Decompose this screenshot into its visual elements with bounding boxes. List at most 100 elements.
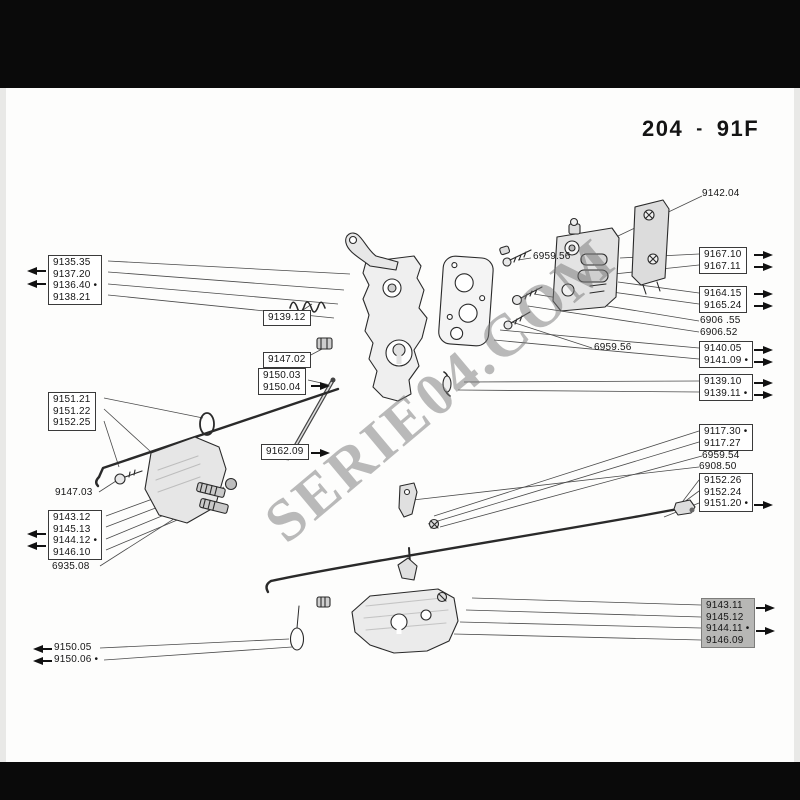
label-9147-02: 9147.02 <box>263 352 311 368</box>
direction-arrow-icon <box>754 301 773 310</box>
part-number: 9139.10 <box>704 376 742 387</box>
part-number: 9143.12 <box>53 512 91 523</box>
grommet-ring <box>289 605 305 651</box>
label-group-left-top: 9135.35 9137.20 9136.40 • 9138.21 <box>48 255 103 305</box>
direction-arrow-icon <box>311 448 330 457</box>
direction-arrow-icon <box>756 626 775 635</box>
control-rod-left <box>95 387 340 488</box>
scan-edge-left <box>0 88 6 762</box>
label-group-9150: 9150.03 9150.04 <box>258 368 306 395</box>
part-number: 9164.15 <box>704 288 742 299</box>
label-6959-56-top: 6959.56 <box>533 251 571 262</box>
label-group-left-lower: 9143.12 9145.13 9144.12 • 9146.10 <box>48 510 103 560</box>
label-group-9152: 9152.26 9152.24 9151.20 • <box>699 473 754 512</box>
label-group-9139: 9139.10 9139.11 • <box>699 374 753 401</box>
part-number: 9117.27 <box>704 437 741 449</box>
direction-arrow-icon <box>754 262 773 271</box>
direction-arrow-icon <box>27 266 46 275</box>
page-number: 204 <box>642 116 684 141</box>
lock-body-right <box>552 217 620 312</box>
part-number: 9152.24 <box>704 486 742 498</box>
part-number: 9152.26 <box>704 475 742 486</box>
page-title: 204 - 91F <box>642 116 759 142</box>
part-number: 9152.25 <box>53 417 91 428</box>
part-number: 6906.52 <box>700 326 738 338</box>
part-number: 9144.11 • <box>706 623 750 634</box>
part-number: 9167.10 <box>704 249 742 260</box>
pawl-lever <box>398 482 440 530</box>
label-group-9167: 9167.10 9167.11 <box>699 247 747 274</box>
part-number: 9151.21 <box>53 394 91 405</box>
direction-arrow-icon <box>33 656 52 665</box>
label-6959-56-mid: 6959.56 <box>594 342 632 353</box>
scan-edge-right <box>794 88 800 762</box>
direction-arrow-icon <box>754 357 773 366</box>
label-9147-03: 9147.03 <box>55 487 93 498</box>
part-number: 9150.04 <box>263 381 301 393</box>
label-9150-05: 9150.05 <box>54 642 92 653</box>
part-number: 9165.24 <box>704 299 742 311</box>
page-title-dash: - <box>696 117 704 138</box>
part-number: 9151.22 <box>53 405 91 417</box>
part-number: 6906 .55 <box>700 315 741 326</box>
part-number: 9139.11 • <box>704 387 748 399</box>
label-6935-08: 6935.08 <box>52 561 90 572</box>
part-number: 9150.03 <box>263 370 301 381</box>
direction-arrow-icon <box>754 390 773 399</box>
part-number: 9117.30 • <box>704 426 748 437</box>
direction-arrow-icon <box>27 529 46 538</box>
direction-arrow-icon <box>33 644 52 653</box>
o-ring <box>199 412 215 436</box>
label-group-9140: 9140.05 9141.09 • <box>699 341 754 368</box>
part-number: 9137.20 <box>53 268 91 280</box>
lock-assembly-left <box>114 436 238 524</box>
lock-backplate <box>362 255 428 402</box>
label-9139-12: 9139.12 <box>263 310 311 326</box>
control-rod-bottom <box>265 499 696 594</box>
part-number: 9135.35 <box>53 257 91 268</box>
part-number: 9143.11 <box>706 600 743 611</box>
part-number: 9146.10 <box>53 546 91 558</box>
screw-set <box>499 245 543 330</box>
part-number: 9138.21 <box>53 291 91 303</box>
label-group-9117: 9117.30 • 9117.27 <box>699 424 753 451</box>
label-group-9151: 9151.21 9151.22 9152.25 <box>48 392 96 431</box>
part-number: 9145.13 <box>53 523 91 535</box>
mount-bracket <box>631 199 670 295</box>
part-number: 9141.09 • <box>704 354 749 366</box>
direction-arrow-icon <box>754 250 773 259</box>
clip <box>316 337 333 350</box>
lock-assembly-bottom <box>316 547 459 654</box>
label-9162-09: 9162.09 <box>261 444 309 460</box>
lock-lever <box>345 232 399 271</box>
direction-arrow-icon <box>27 279 46 288</box>
direction-arrow-icon <box>754 289 773 298</box>
part-number: 9151.20 • <box>704 498 749 509</box>
lever-pivot-hole <box>348 235 358 245</box>
s-link <box>442 371 452 397</box>
label-6908-50: 6908.50 <box>699 461 737 472</box>
direction-arrow-icon <box>311 381 330 390</box>
part-number: 9140.05 <box>704 343 742 354</box>
direction-arrow-icon <box>754 345 773 354</box>
label-9142-04: 9142.04 <box>702 188 740 199</box>
scan-bottom-bar <box>0 762 800 800</box>
part-number: 9167.11 <box>704 260 741 272</box>
part-number: 9144.12 • <box>53 535 98 546</box>
striker-plate <box>438 255 494 347</box>
label-6959-54: 6959.54 <box>702 450 740 461</box>
part-number: 9146.09 <box>706 634 744 646</box>
direction-arrow-icon <box>27 541 46 550</box>
scan-top-bar <box>0 0 800 88</box>
label-group-6906: 6906 .55 6906.52 <box>700 315 741 338</box>
spring <box>289 301 326 313</box>
part-number: 9136.40 • <box>53 280 98 291</box>
label-group-bottom-right: 9143.11 9145.12 9144.11 • 9146.09 <box>701 598 755 648</box>
direction-arrow-icon <box>754 378 773 387</box>
direction-arrow-icon <box>754 500 773 509</box>
direction-arrow-icon <box>756 603 775 612</box>
part-number: 9145.12 <box>706 611 744 623</box>
label-9150-06: 9150.06 • <box>54 654 99 665</box>
